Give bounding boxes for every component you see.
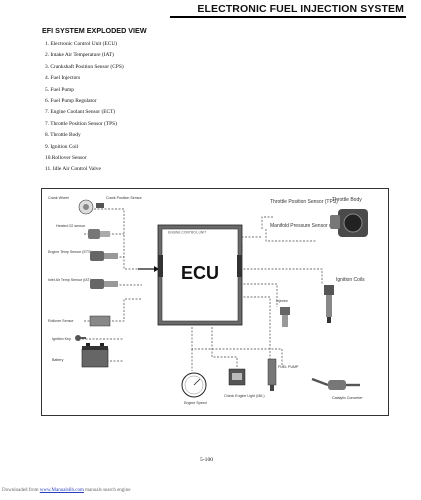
parts-list-item: 7. Engine Coolant Sensor (ECT) — [45, 109, 116, 116]
ecu-label: ECU — [181, 263, 219, 283]
download-footer: Downloaded from www.Manualslib.com manua… — [2, 488, 130, 493]
rollover-label: Rollover Sensor — [48, 319, 74, 323]
parts-list-item: 7. Throttle Position Sensor (TPS) — [45, 120, 117, 127]
document-header-title: ELECTRONIC FUEL INJECTION SYSTEM — [197, 3, 404, 15]
map-label: Manifold Pressure Sensor or MAP/IAT — [270, 223, 354, 229]
throttle-body-icon — [330, 209, 368, 237]
inlet-air-sensor-icon — [90, 279, 118, 289]
section-title: EFI SYSTEM EXPLODED VIEW — [42, 26, 147, 35]
efi-system-diagram: ENGINE CONTROL UNIT ECU Crank Wheel Cran… — [41, 188, 389, 416]
input-arrow — [138, 266, 159, 272]
parts-list-item: 10.Rollover Sensor — [45, 155, 87, 162]
footer-prefix: Downloaded from — [2, 488, 40, 493]
ecu-unit: ENGINE CONTROL UNIT ECU — [157, 224, 243, 326]
ignition-coil-icon — [324, 285, 334, 323]
injector-icon — [280, 307, 290, 327]
footer-suffix: manuals search engine — [83, 488, 131, 493]
engine-temp-label: Engine Temp Sensor (ETS) — [48, 250, 92, 254]
heated-o2-label: Heated O2 sensor — [56, 224, 86, 228]
rollover-sensor-icon — [89, 315, 111, 327]
inlet-air-label: Inlet Air Temp Sensor (IAT) — [48, 278, 91, 282]
page-number: 5-100 — [200, 457, 214, 463]
fuel-pump-label: FUEL PUMP — [278, 365, 299, 369]
fuel-pump-icon — [267, 358, 277, 391]
parts-list-item: 1. Electronic Control Unit (ECU) — [45, 41, 118, 47]
manualslib-link[interactable]: www.Manualslib.com — [39, 488, 84, 493]
header-rule — [170, 16, 406, 18]
check-engine-light-icon — [228, 368, 246, 386]
crank-wheel-label: Crank Wheel — [48, 196, 69, 200]
battery-icon — [81, 343, 109, 368]
parts-list: 1. Electronic Control Unit (ECU) 2. Inta… — [45, 39, 124, 176]
o2-sensor-icon — [88, 229, 110, 239]
throttle-body-label: Throttle Body — [332, 197, 362, 203]
ignition-coils-label: Ignition Coils — [336, 277, 365, 283]
injector-label: Injector — [276, 299, 289, 303]
parts-list-item: 6. Fuel Pump Regulator — [45, 98, 97, 105]
parts-list-item: 5. Fuel Pump — [45, 86, 74, 93]
ignition-key-icon — [75, 335, 86, 341]
tps-label: Throttle Position Sensor (TPS) — [270, 199, 338, 205]
ignition-key-label: Ignition Key — [52, 337, 71, 341]
engine-speed-gauge-icon — [181, 372, 207, 398]
check-engine-label: Check Engine Light (MIL) — [224, 394, 265, 398]
parts-list-item: 4. Fuel Injectors — [45, 75, 81, 82]
crank-sensor-icon — [96, 203, 104, 208]
parts-list-item: 2. Intake Air Temperature (IAT) — [45, 52, 114, 59]
battery-label: Battery — [52, 358, 64, 362]
parts-list-item: 3. Crankshaft Position Sensor (CPS) — [45, 63, 124, 70]
parts-list-item: 9. Ignition Coil — [45, 143, 79, 150]
parts-list-item: 8. Throttle Body — [45, 132, 81, 139]
crank-sensor-label: Crank Position Sensor — [106, 196, 143, 200]
catalytic-label: Catalytic Converter — [332, 396, 363, 400]
crank-wheel-icon — [78, 199, 94, 215]
engine-temp-sensor-icon — [90, 251, 118, 261]
engine-speed-label: Engine Speed — [184, 401, 207, 405]
ecu-subtitle: ENGINE CONTROL UNIT — [168, 231, 206, 235]
catalytic-converter-icon — [311, 377, 360, 390]
wiring-lines — [82, 208, 323, 371]
parts-list-item: 11. Idle Air Control Valve — [45, 166, 101, 173]
